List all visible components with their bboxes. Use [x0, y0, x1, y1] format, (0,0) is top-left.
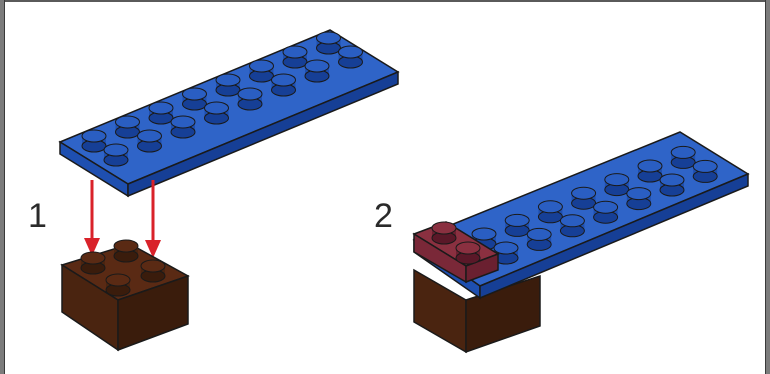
brick-stud — [81, 252, 105, 274]
plate-stud — [205, 102, 229, 124]
plate-stud — [82, 130, 106, 152]
plate-stud — [283, 46, 307, 68]
plate-stud — [505, 214, 529, 236]
step-number-1: 1 — [28, 199, 47, 233]
step-number-2: 2 — [374, 199, 393, 233]
plate-stud — [660, 174, 684, 196]
plate-stud — [527, 228, 551, 250]
step1-brown-brick — [62, 240, 188, 350]
plate-stud — [671, 146, 695, 168]
plate-stud — [560, 215, 584, 237]
plate-stud — [171, 116, 195, 138]
plate-stud — [149, 102, 173, 124]
plate-stud — [627, 188, 651, 210]
red-stud — [432, 222, 456, 244]
plate-stud — [538, 201, 562, 223]
plate-stud — [138, 130, 162, 152]
red-stud — [456, 242, 480, 264]
plate-stud — [238, 88, 262, 110]
plate-stud — [339, 46, 363, 68]
step1-blue-plate — [60, 30, 398, 196]
plate-stud — [693, 160, 717, 182]
plate-stud — [183, 88, 207, 110]
plate-stud — [638, 160, 662, 182]
brick-stud — [106, 274, 130, 296]
brick-stud — [114, 240, 138, 262]
plate-stud — [605, 174, 629, 196]
plate-stud — [317, 32, 341, 54]
plate-stud — [272, 74, 296, 96]
plate-stud — [305, 60, 329, 82]
plate-stud — [104, 144, 128, 166]
plate-stud — [594, 201, 618, 223]
plate-stud — [250, 60, 274, 82]
plate-stud — [572, 187, 596, 209]
plate-stud — [216, 74, 240, 96]
brick-stud — [141, 260, 165, 282]
plate-stud — [116, 116, 140, 138]
